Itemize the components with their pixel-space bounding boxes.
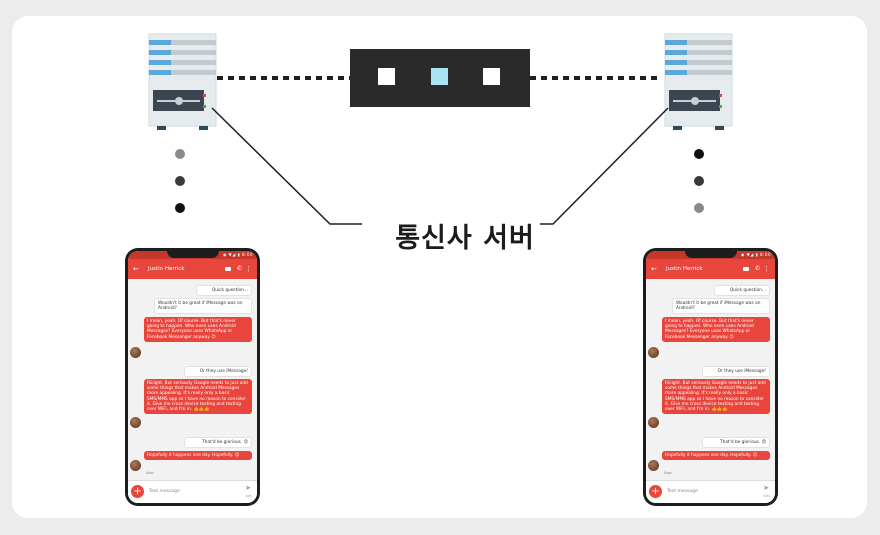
right-dot-2 bbox=[694, 176, 704, 186]
right-phone: ◉ ▼◢ ▮ 8:00 ← Justin Herrick ✆ ⋮ Quick q… bbox=[643, 248, 778, 506]
message-bubble-incoming: Riiiight. But seriously Google needs to … bbox=[662, 379, 770, 415]
add-attachment-icon[interactable]: + bbox=[649, 485, 662, 498]
message-timestamp: Now bbox=[146, 471, 154, 475]
back-arrow-icon[interactable]: ← bbox=[651, 265, 657, 273]
add-attachment-icon[interactable]: + bbox=[131, 485, 144, 498]
right-dot-3 bbox=[694, 203, 704, 213]
phone-call-icon[interactable]: ✆ bbox=[236, 265, 242, 272]
status-bar: ◉ ▼◢ ▮ 8:00 bbox=[128, 251, 257, 259]
message-list: Quick question... Wouldn't it be great i… bbox=[128, 279, 257, 479]
message-bubble-incoming: Hopefully it happens one day. Hopefully.… bbox=[144, 451, 252, 461]
message-bubble-outgoing: Wouldn't it be great if iMessage was on … bbox=[154, 298, 252, 315]
video-call-icon[interactable] bbox=[743, 267, 749, 271]
node-packet-right bbox=[483, 68, 500, 85]
send-mode-label: SMS bbox=[245, 494, 252, 498]
status-icons: ◉ ▼◢ ▮ 8:00 bbox=[740, 252, 771, 257]
message-input[interactable]: Text message bbox=[667, 489, 698, 494]
right-dot-1 bbox=[694, 149, 704, 159]
back-arrow-icon[interactable]: ← bbox=[133, 265, 139, 273]
right-server-icon bbox=[664, 33, 733, 130]
compose-bar: + Text message ➤ SMS bbox=[128, 480, 257, 503]
message-list: Quick question... Wouldn't it be great i… bbox=[646, 279, 775, 479]
send-mode-label: SMS bbox=[763, 494, 770, 498]
network-diagram bbox=[148, 33, 733, 225]
message-bubble-outgoing: That'd be glorious. 😍 bbox=[184, 437, 252, 449]
more-options-icon[interactable]: ⋮ bbox=[763, 265, 770, 273]
status-bar: ◉ ▼◢ ▮ 8:00 bbox=[646, 251, 775, 259]
node-packet-left bbox=[378, 68, 395, 85]
message-bubble-outgoing: That'd be glorious. 😍 bbox=[702, 437, 770, 449]
message-bubble-outgoing: Quick question... bbox=[196, 285, 252, 297]
node-packet-center bbox=[431, 68, 448, 85]
left-phone: ◉ ▼◢ ▮ 8:00 ← Justin Herrick ✆ ⋮ Quick q… bbox=[125, 248, 260, 506]
contact-name: Justin Herrick bbox=[666, 266, 703, 272]
video-call-icon[interactable] bbox=[225, 267, 231, 271]
phone-screen: ◉ ▼◢ ▮ 8:00 ← Justin Herrick ✆ ⋮ Quick q… bbox=[646, 251, 775, 503]
more-options-icon[interactable]: ⋮ bbox=[245, 265, 252, 273]
contact-name: Justin Herrick bbox=[148, 266, 185, 272]
message-bubble-incoming: Hopefully it happens one day. Hopefully.… bbox=[662, 451, 770, 461]
message-input[interactable]: Text message bbox=[149, 489, 180, 494]
contact-avatar bbox=[648, 417, 659, 428]
contact-avatar bbox=[648, 460, 659, 471]
contact-avatar bbox=[130, 460, 141, 471]
send-icon[interactable]: ➤ bbox=[245, 484, 251, 492]
camera-notch bbox=[166, 251, 219, 258]
send-icon[interactable]: ➤ bbox=[763, 484, 769, 492]
message-bubble-outgoing: Wouldn't it be great if iMessage was on … bbox=[672, 298, 770, 315]
network-node bbox=[350, 49, 530, 107]
left-dot-1 bbox=[175, 149, 185, 159]
diagram-card: 통신사 서버 ◉ ▼◢ ▮ 8:00 ← Justin Herrick ✆ ⋮ … bbox=[12, 16, 867, 518]
message-bubble-outgoing: Quick question... bbox=[714, 285, 770, 297]
contact-avatar bbox=[130, 347, 141, 358]
phone-call-icon[interactable]: ✆ bbox=[754, 265, 760, 272]
app-bar: ← Justin Herrick ✆ ⋮ bbox=[646, 259, 775, 279]
phone-screen: ◉ ▼◢ ▮ 8:00 ← Justin Herrick ✆ ⋮ Quick q… bbox=[128, 251, 257, 503]
app-bar: ← Justin Herrick ✆ ⋮ bbox=[128, 259, 257, 279]
message-bubble-incoming: Riiiight. But seriously Google needs to … bbox=[144, 379, 252, 415]
contact-avatar bbox=[130, 417, 141, 428]
message-bubble-incoming: I mean, yeah. Of course. But that's neve… bbox=[662, 317, 770, 342]
label-leader-left bbox=[211, 107, 362, 225]
contact-avatar bbox=[648, 347, 659, 358]
message-bubble-incoming: I mean, yeah. Of course. But that's neve… bbox=[144, 317, 252, 342]
compose-bar: + Text message ➤ SMS bbox=[646, 480, 775, 503]
status-icons: ◉ ▼◢ ▮ 8:00 bbox=[222, 252, 253, 257]
camera-notch bbox=[684, 251, 737, 258]
message-timestamp: Now bbox=[664, 471, 672, 475]
left-server-icon bbox=[148, 33, 217, 130]
label-leader-right bbox=[536, 107, 669, 225]
message-bubble-outgoing: Or they use iMessage! bbox=[184, 366, 252, 378]
message-bubble-outgoing: Or they use iMessage! bbox=[702, 366, 770, 378]
carrier-server-label: 통신사 서버 bbox=[390, 216, 540, 255]
left-dot-3 bbox=[175, 203, 185, 213]
left-dot-2 bbox=[175, 176, 185, 186]
